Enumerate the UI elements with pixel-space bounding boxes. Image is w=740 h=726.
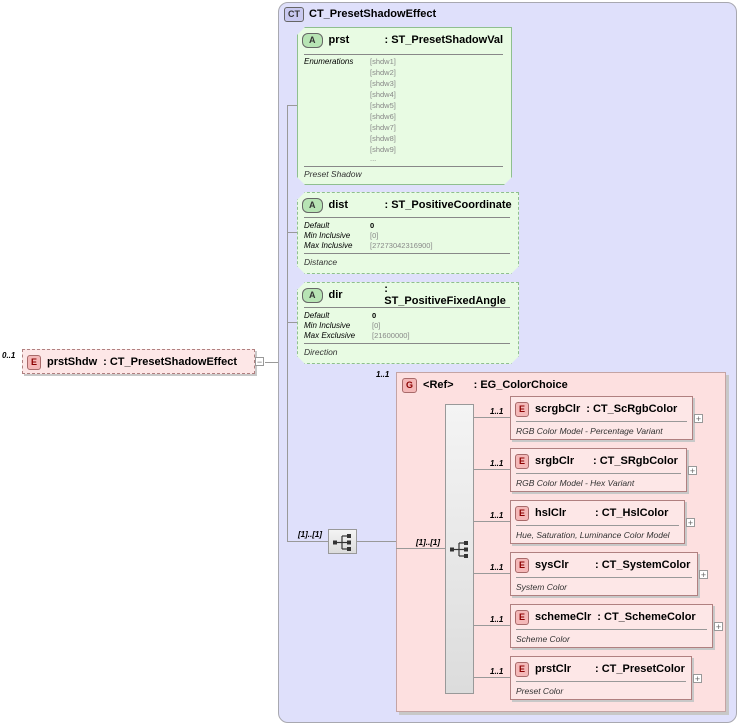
root-element-type: : CT_PresetShadowEffect bbox=[103, 356, 238, 368]
expand-icon[interactable]: + bbox=[693, 674, 702, 684]
facet-label: Default bbox=[304, 311, 330, 320]
element-cardinality: 1..1 bbox=[490, 615, 504, 624]
enum-value: [shdw2] bbox=[370, 68, 396, 77]
facet-label: Max Inclusive bbox=[304, 241, 353, 250]
attribute-dist[interactable]: A dist : ST_PositiveCoordinate Default 0… bbox=[297, 192, 519, 274]
element-cardinality: 1..1 bbox=[490, 563, 504, 572]
group-badge-icon: G bbox=[402, 377, 418, 393]
enum-value: [shdw3] bbox=[370, 79, 396, 88]
attribute-doc: Preset Shadow bbox=[304, 169, 362, 179]
facet-label: Min Inclusive bbox=[304, 321, 351, 330]
enum-value: [shdw1] bbox=[370, 57, 396, 66]
enum-value: ... bbox=[370, 154, 377, 163]
element-type: : CT_PresetColor bbox=[595, 663, 685, 675]
element-hslClr[interactable]: E hslClr : CT_HslColor Hue, Saturation, … bbox=[510, 500, 685, 544]
element-badge-icon: E bbox=[27, 354, 42, 370]
element-doc: Hue, Saturation, Luminance Color Model bbox=[516, 530, 670, 540]
element-badge-icon: E bbox=[515, 661, 530, 677]
root-element-prstShdw[interactable]: E prstShdw : CT_PresetShadowEffect bbox=[22, 349, 255, 374]
facet-label: Max Exclusive bbox=[304, 331, 356, 340]
element-schemeClr[interactable]: E schemeClr : CT_SchemeColor Scheme Colo… bbox=[510, 604, 713, 648]
attribute-prst[interactable]: A prst : ST_PresetShadowVal Enumerations… bbox=[297, 27, 512, 185]
enum-value: [shdw4] bbox=[370, 90, 396, 99]
attribute-badge-icon: A bbox=[302, 33, 323, 48]
complex-type-name: CT_PresetShadowEffect bbox=[309, 8, 437, 20]
attribute-name: dir bbox=[328, 289, 343, 301]
element-name: scrgbClr bbox=[535, 403, 581, 415]
expand-icon[interactable]: + bbox=[714, 622, 723, 632]
element-cardinality: 1..1 bbox=[490, 511, 504, 520]
element-sysClr[interactable]: E sysClr : CT_SystemColor System Color bbox=[510, 552, 698, 596]
facet-value: [0] bbox=[372, 321, 381, 330]
choice-compositor-icon[interactable] bbox=[445, 404, 474, 694]
attribute-doc: Direction bbox=[304, 347, 338, 357]
facet-label: Default bbox=[304, 221, 330, 230]
element-doc: RGB Color Model - Percentage Variant bbox=[516, 426, 663, 436]
root-element-name: prstShdw bbox=[47, 356, 98, 368]
group-cardinality: 1..1 bbox=[376, 370, 390, 379]
enum-value: [shdw6] bbox=[370, 112, 396, 121]
element-cardinality: 1..1 bbox=[490, 407, 504, 416]
element-badge-icon: E bbox=[515, 401, 530, 417]
expand-icon[interactable]: + bbox=[688, 466, 697, 476]
group-ref: <Ref> bbox=[423, 379, 454, 391]
element-badge-icon: E bbox=[515, 609, 530, 625]
facet-label: Min Inclusive bbox=[304, 231, 351, 240]
sequence-compositor-icon[interactable] bbox=[328, 529, 357, 554]
choice-cardinality: [1]..[1] bbox=[416, 538, 440, 547]
facet-value: [0] bbox=[370, 231, 379, 240]
collapse-icon[interactable]: − bbox=[255, 357, 264, 367]
facet-value: 0 bbox=[372, 311, 377, 320]
attribute-badge-icon: A bbox=[302, 288, 323, 303]
attribute-name: prst bbox=[328, 34, 350, 46]
element-name: hslClr bbox=[535, 507, 567, 519]
attribute-type: : ST_PositiveFixedAngle bbox=[384, 283, 506, 307]
element-doc: System Color bbox=[516, 582, 568, 592]
attribute-type: : ST_PresetShadowVal bbox=[384, 34, 504, 46]
facet-label: Enumerations bbox=[304, 57, 354, 66]
expand-icon[interactable]: + bbox=[694, 414, 703, 424]
enum-value: [shdw7] bbox=[370, 123, 396, 132]
element-doc: Scheme Color bbox=[516, 634, 570, 644]
sequence-cardinality: [1]..[1] bbox=[298, 530, 322, 539]
enum-value: [shdw5] bbox=[370, 101, 396, 110]
attribute-type: : ST_PositiveCoordinate bbox=[384, 199, 512, 211]
complex-type-badge-icon: CT bbox=[284, 6, 304, 22]
enum-value: [shdw8] bbox=[370, 134, 396, 143]
element-doc: Preset Color bbox=[516, 686, 564, 696]
enum-value: [shdw9] bbox=[370, 145, 396, 154]
expand-icon[interactable]: + bbox=[699, 570, 708, 580]
complex-type-title: CT CT_PresetShadowEffect bbox=[284, 6, 436, 22]
element-prstClr[interactable]: E prstClr : CT_PresetColor Preset Color bbox=[510, 656, 692, 700]
element-scrgbClr[interactable]: E scrgbClr : CT_ScRgbColor RGB Color Mod… bbox=[510, 396, 693, 440]
element-cardinality: 1..1 bbox=[490, 459, 504, 468]
element-name: sysClr bbox=[535, 559, 569, 571]
element-badge-icon: E bbox=[515, 505, 530, 521]
facet-value: [21600000] bbox=[372, 331, 410, 340]
element-doc: RGB Color Model - Hex Variant bbox=[516, 478, 635, 488]
element-name: schemeClr bbox=[535, 611, 592, 623]
element-srgbClr[interactable]: E srgbClr : CT_SRgbColor RGB Color Model… bbox=[510, 448, 687, 492]
attribute-doc: Distance bbox=[304, 257, 338, 267]
group-name: : EG_ColorChoice bbox=[473, 379, 568, 391]
element-name: prstClr bbox=[535, 663, 572, 675]
element-name: srgbClr bbox=[535, 455, 575, 467]
attribute-badge-icon: A bbox=[302, 198, 323, 213]
attribute-name: dist bbox=[328, 199, 349, 211]
element-type: : CT_SchemeColor bbox=[597, 611, 696, 623]
attribute-dir[interactable]: A dir : ST_PositiveFixedAngle Default 0 … bbox=[297, 282, 519, 364]
element-type: : CT_SRgbColor bbox=[593, 455, 678, 467]
element-type: : CT_HslColor bbox=[595, 507, 669, 519]
facet-value: [27273042316900] bbox=[370, 241, 433, 250]
root-cardinality: 0..1 bbox=[2, 351, 16, 360]
facet-value: 0 bbox=[370, 221, 375, 230]
element-type: : CT_ScRgbColor bbox=[586, 403, 678, 415]
element-badge-icon: E bbox=[515, 557, 530, 573]
element-badge-icon: E bbox=[515, 453, 530, 469]
expand-icon[interactable]: + bbox=[686, 518, 695, 528]
element-type: : CT_SystemColor bbox=[595, 559, 691, 571]
element-cardinality: 1..1 bbox=[490, 667, 504, 676]
